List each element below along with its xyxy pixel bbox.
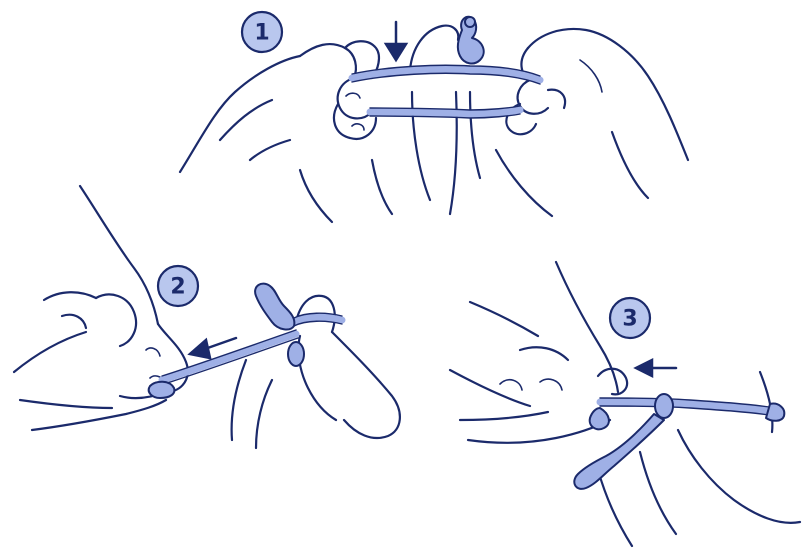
center-finger <box>410 26 458 214</box>
step-1-badge: 1 <box>242 12 282 52</box>
step-1-illustration: 1 <box>180 12 688 222</box>
elastic-band-step-2 <box>149 313 342 398</box>
arrow-left-icon <box>636 360 676 376</box>
pacifier-clip <box>255 284 294 330</box>
right-hand <box>470 29 688 216</box>
step-2-illustration: 2 <box>14 186 400 448</box>
step-3-badge: 3 <box>610 298 650 338</box>
step-1-number: 1 <box>254 21 269 46</box>
pacifier-clip <box>458 17 484 64</box>
step-2-badge: 2 <box>158 266 198 306</box>
left-hand <box>180 41 392 222</box>
pacifier-clip <box>574 414 664 489</box>
step-2-number: 2 <box>170 275 185 300</box>
step-3-illustration: 3 <box>450 262 800 546</box>
elastic-band-step-1 <box>352 65 540 118</box>
elastic-band-step-3 <box>590 394 785 429</box>
step-3-number: 3 <box>622 307 637 332</box>
arrow-down-icon <box>386 22 406 60</box>
